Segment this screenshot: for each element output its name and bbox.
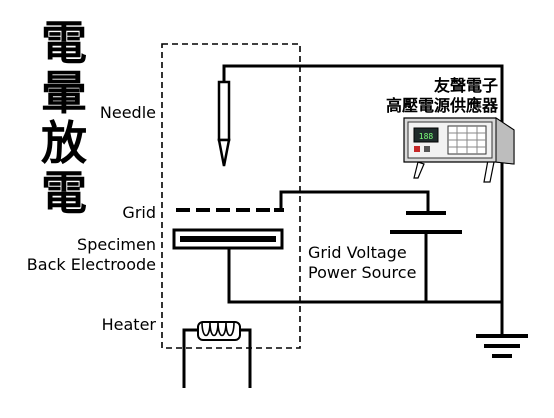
back-electrode-label: Back Electroode	[26, 255, 156, 274]
ground-icon	[476, 334, 528, 358]
title-char-2: 暈	[41, 66, 87, 120]
vendor-line-2: 高壓電源供應器	[385, 96, 498, 115]
needle-label: Needle	[99, 103, 156, 122]
chamber-dashed-box	[161, 43, 301, 349]
device-display-readout: 188	[419, 132, 434, 141]
heater-icon	[182, 321, 252, 388]
back-electrode-wire	[227, 248, 502, 304]
power-supply-device-icon	[403, 117, 515, 183]
grid-voltage-label: Grid Voltage	[308, 243, 407, 262]
grid-wire	[279, 190, 430, 212]
vendor-caption: 友聲電子 高壓電源供應器	[386, 76, 498, 116]
grid-label: Grid	[122, 203, 156, 222]
vertical-title: 電 暈 放 電	[36, 18, 92, 218]
heater-label: Heater	[101, 315, 156, 334]
needle-icon	[217, 80, 231, 167]
power-source-label: Power Source	[308, 263, 417, 282]
battery-icon	[390, 211, 462, 234]
specimen-electrode	[172, 228, 284, 250]
vendor-line-1: 友聲電子	[433, 76, 498, 95]
specimen-label: Specimen	[77, 235, 156, 254]
title-char-4: 電	[41, 166, 87, 220]
grid-electrode	[176, 208, 284, 212]
title-char-1: 電	[41, 16, 87, 70]
title-char-3: 放	[41, 116, 87, 170]
